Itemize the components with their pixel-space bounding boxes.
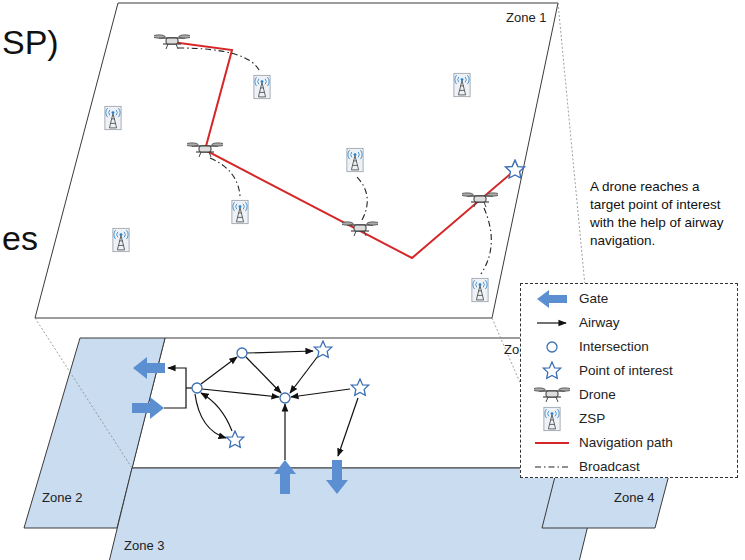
legend-entry: Drone bbox=[579, 386, 616, 404]
legend-entry: Intersection bbox=[579, 338, 649, 356]
zone-name: Zone 3 bbox=[124, 538, 164, 553]
zone-outline bbox=[108, 468, 602, 560]
zone-region: Zone 1 bbox=[35, 3, 558, 318]
legend-entry: Point of interest bbox=[579, 362, 673, 380]
zone-name: Zone 4 bbox=[614, 490, 654, 505]
slide-text-fragment: SP) bbox=[2, 22, 59, 62]
legend-entry: Gate bbox=[579, 290, 608, 308]
zone-region: Zone 3 bbox=[108, 468, 602, 560]
legend-entry: Airway bbox=[579, 314, 620, 332]
legend-box: GateAirwayIntersectionPoint of interestD… bbox=[520, 283, 738, 478]
zone-name: Zone 2 bbox=[42, 490, 82, 505]
zone-outline bbox=[35, 3, 558, 318]
zone-name: Zone 1 bbox=[506, 10, 546, 25]
legend-entry: Navigation path bbox=[579, 434, 673, 452]
legend-entry: Broadcast bbox=[579, 458, 640, 476]
caption-note: A drone reaches a target point of intere… bbox=[590, 178, 736, 250]
legend-entry: ZSP bbox=[579, 410, 605, 428]
slide-text-fragment: es bbox=[2, 218, 38, 258]
